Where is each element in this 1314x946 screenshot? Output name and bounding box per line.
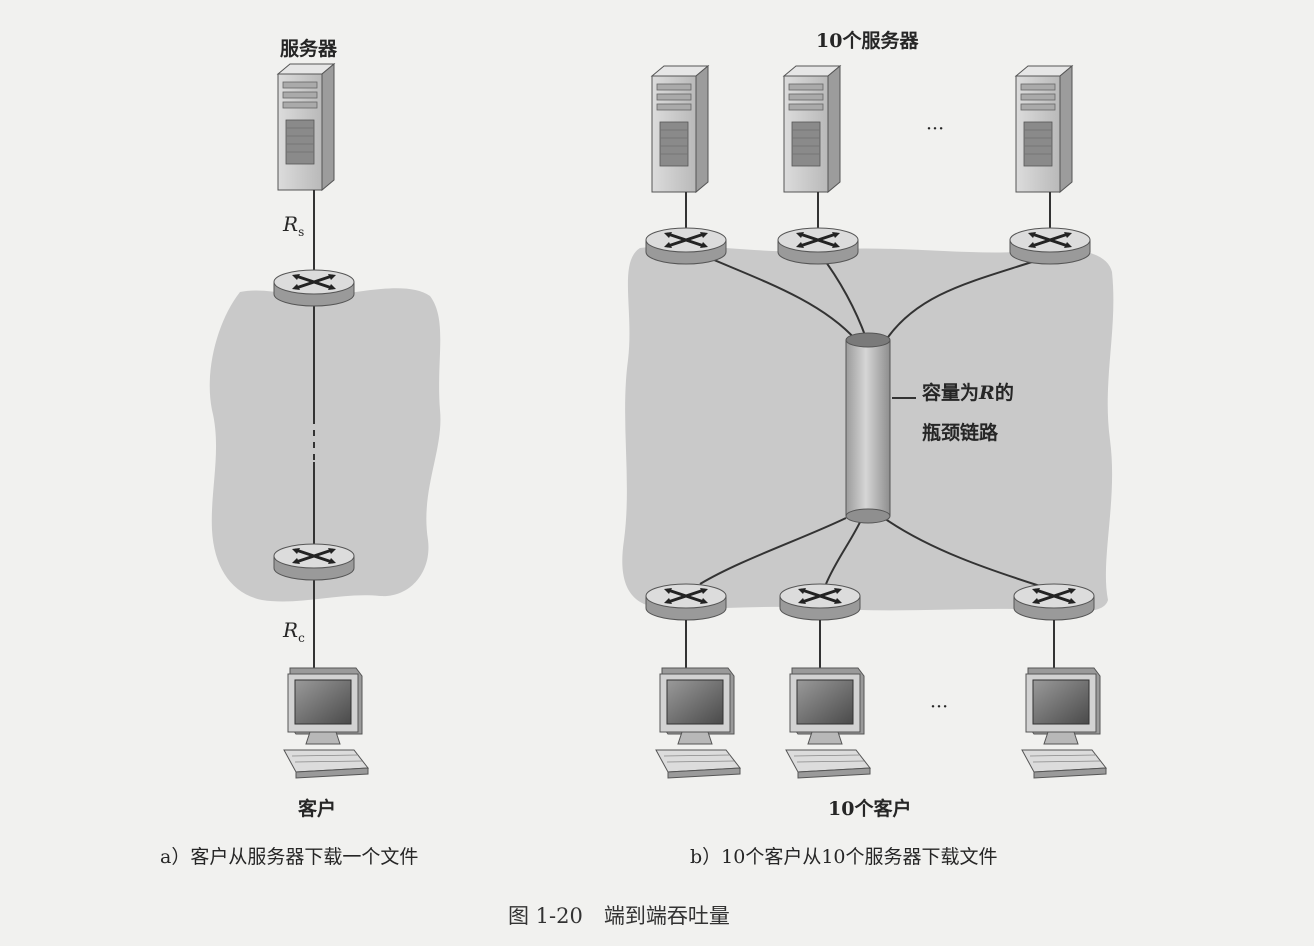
client-pc-icon [1021,667,1107,779]
client-pc-icon [785,667,871,779]
client-link-lines [685,620,1055,668]
server-icon [651,65,709,193]
router-icon [644,226,728,266]
panel-a [209,63,441,779]
server-icon [277,63,335,191]
panel-a-caption: a）客户从服务器下载一个文件 [160,846,419,868]
router-icon [272,542,356,582]
bottleneck-label-line1: 容量为R的 [922,382,1014,404]
ellipsis-top: ··· [926,118,945,140]
router-icon [1008,226,1092,266]
bottleneck-fanin-lines [699,253,1051,587]
bottleneck-label-line2: 瓶颈链路 [922,422,999,444]
network-cloud-a [209,288,441,602]
bottleneck-link-pipe [845,332,891,524]
router-icon [644,582,728,622]
clients-label: 10个客户 [828,798,912,820]
rs-label: Rs [283,212,305,239]
ellipsis-bottom: ··· [930,696,949,718]
router-icon [1012,582,1096,622]
client-pc-icon [283,667,369,779]
server-icon [1015,65,1073,193]
panel-b [622,65,1114,779]
panel-b-caption: b）10个客户从10个服务器下载文件 [690,846,998,868]
server-icon [783,65,841,193]
servers-label: 10个服务器 [816,30,919,52]
client-pc-icon [655,667,741,779]
router-icon [776,226,860,266]
router-icon [272,268,356,308]
client-label: 客户 [298,798,337,820]
figure-caption: 图 1-20 端到端吞吐量 [508,904,730,928]
server-label: 服务器 [280,38,338,60]
server-link-lines [685,192,1051,232]
router-icon [778,582,862,622]
rc-label: Rc [283,618,305,645]
